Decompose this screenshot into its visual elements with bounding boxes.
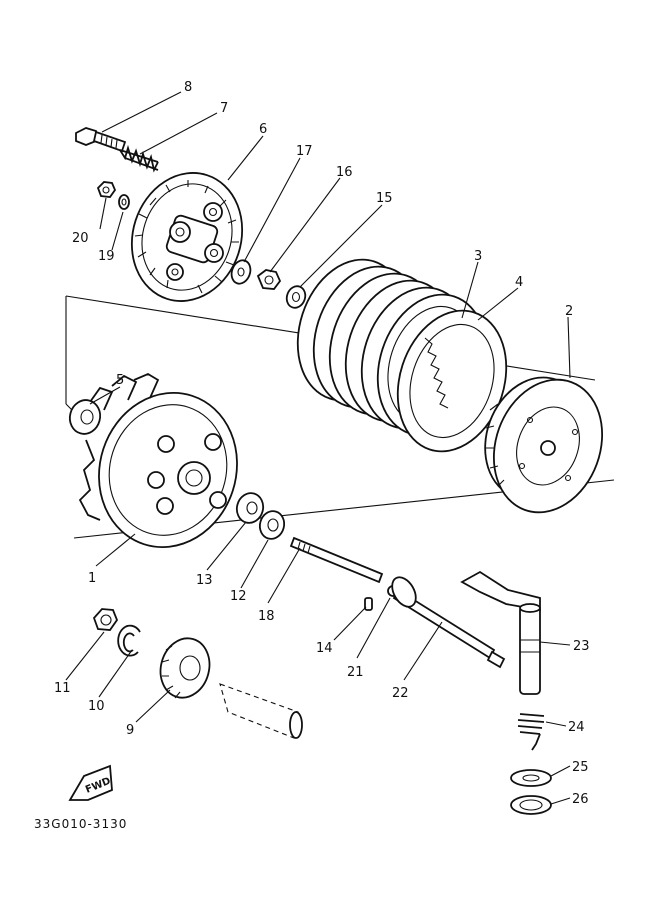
part-18-push-rod	[289, 536, 384, 584]
part-11-nut	[92, 608, 119, 631]
callout-1: 1	[88, 571, 96, 586]
callout-21: 21	[347, 665, 364, 680]
callout-2: 2	[565, 304, 573, 319]
part-5-thrust-washer	[68, 399, 102, 435]
part-16-nut	[256, 269, 282, 290]
part-23-lever-assembly	[460, 570, 541, 695]
callout-13: 13	[196, 573, 213, 588]
part-4-clutch-plate	[396, 309, 508, 453]
part-22-push-lever-shaft	[391, 576, 506, 669]
callout-7: 7	[220, 101, 228, 116]
callout-4: 4	[515, 275, 523, 290]
part-24-spring	[517, 713, 545, 751]
forward-direction-arrow-icon: FWD	[68, 764, 113, 801]
part-1-clutch-housing	[78, 372, 238, 549]
callout-19: 19	[98, 249, 115, 264]
drawing-code: 33G010-3130	[34, 817, 128, 831]
callout-10: 10	[88, 699, 105, 714]
part-8-bolt	[75, 127, 127, 153]
callout-17: 17	[296, 144, 313, 159]
crankshaft-stub	[219, 683, 303, 739]
leader-lines	[65, 91, 571, 805]
part-25-washer	[510, 769, 552, 787]
part-12-washer	[258, 510, 286, 540]
callout-3: 3	[474, 249, 482, 264]
part-2-clutch-boss	[484, 376, 604, 514]
callout-18: 18	[258, 609, 275, 624]
callout-16: 16	[336, 165, 353, 180]
callout-12: 12	[230, 589, 247, 604]
callout-22: 22	[392, 686, 409, 701]
part-26-oil-seal	[510, 795, 552, 815]
part-20-nut	[96, 181, 117, 198]
part-19-washer	[118, 194, 130, 210]
callout-6: 6	[259, 122, 267, 137]
callout-5: 5	[116, 373, 124, 388]
callout-25: 25	[572, 760, 589, 775]
part-6-pressure-plate	[130, 172, 244, 302]
callout-15: 15	[376, 191, 393, 206]
callout-14: 14	[316, 641, 333, 656]
callout-26: 26	[572, 792, 589, 807]
part-10-lock-washer	[117, 624, 141, 657]
callout-20: 20	[72, 231, 89, 246]
callout-8: 8	[184, 80, 192, 95]
callout-11: 11	[54, 681, 71, 696]
part-9-primary-drive-gear	[159, 637, 211, 699]
callout-numbers: 8 7 6 17 16 15 20 19 3 4 2 5 1 13 12 18 …	[54, 80, 590, 807]
callout-24: 24	[568, 720, 585, 735]
part-14-pin	[364, 597, 373, 611]
callout-23: 23	[573, 639, 590, 654]
part-7-spring	[119, 144, 159, 173]
callout-9: 9	[126, 723, 134, 738]
